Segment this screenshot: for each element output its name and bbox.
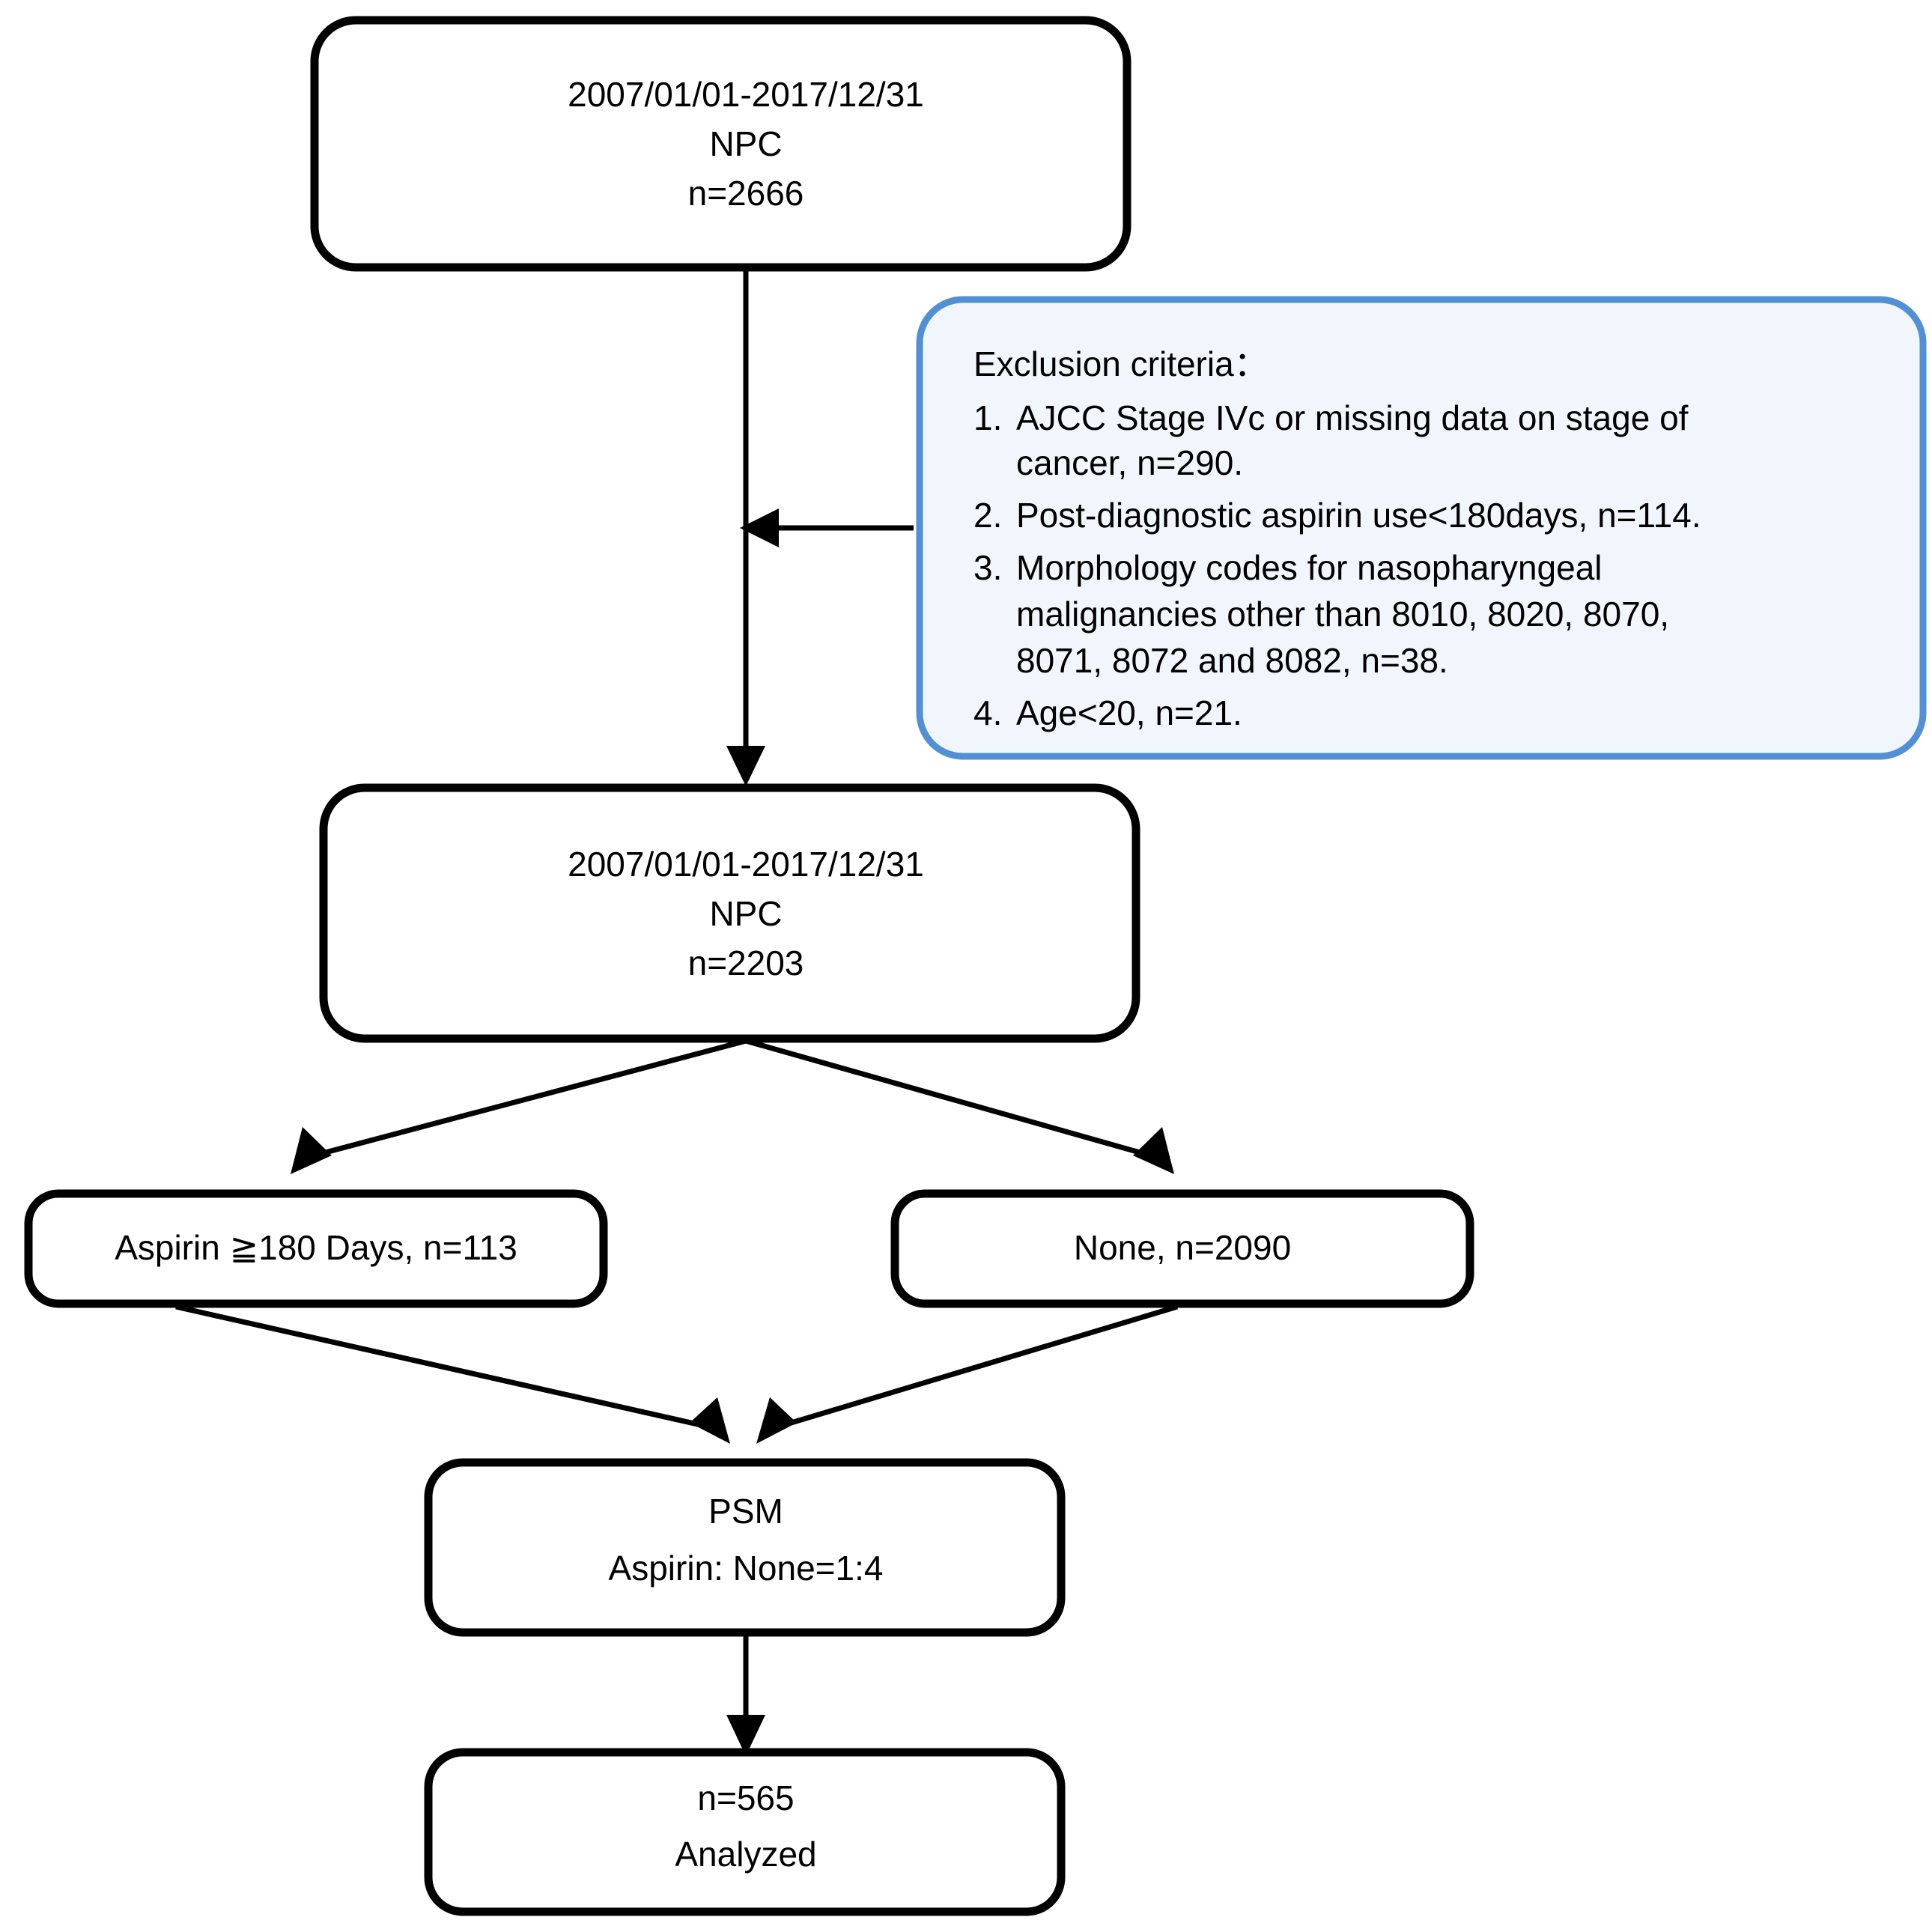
node-psm[interactable]: PSM Aspirin: None=1:4	[424, 1458, 1066, 1637]
node-cohort-after-exclusion-line3: n=2203	[688, 944, 804, 982]
node-analyzed-line2: Analyzed	[675, 1835, 816, 1874]
exclusion-item-1-marker: 1.	[973, 398, 1002, 437]
exclusion-criteria-panel[interactable]: Exclusion criteria： 1. AJCC Stage IVc or…	[916, 296, 1927, 760]
connector-filtered-to-aspirin	[291, 1038, 747, 1174]
exclusion-item-3-marker: 3.	[973, 548, 1002, 587]
node-psm-box[interactable]	[424, 1458, 1066, 1637]
exclusion-criteria-heading: Exclusion criteria：	[973, 344, 1269, 383]
node-none-group-box[interactable]	[890, 1189, 1474, 1308]
exclusion-item-2-marker: 2.	[973, 496, 1002, 535]
node-cohort-initial[interactable]: 2007/01/01-2017/12/31 NPC n=2666	[310, 16, 1131, 272]
exclusion-item-1-line2: cancer, n=290.	[1016, 443, 1243, 482]
arrow-head-left-to-spine	[740, 508, 779, 547]
node-cohort-initial-line3: n=2666	[688, 174, 804, 213]
connector-initial-to-filtered	[726, 267, 765, 786]
arrow-head-to-none	[1133, 1127, 1174, 1174]
node-cohort-after-exclusion-box[interactable]	[319, 783, 1140, 1043]
node-none-group[interactable]: None, n=2090	[890, 1189, 1474, 1308]
arrow-head-aspirin-to-psm	[690, 1397, 730, 1444]
exclusion-item-4-marker: 4.	[973, 693, 1002, 732]
arrow-head-none-to-psm	[756, 1397, 797, 1444]
exclusion-item-2-line1: Post-diagnostic aspirin use<180days, n=1…	[1016, 496, 1701, 535]
arrow-head-psm-to-analyzed	[726, 1715, 765, 1756]
connector-exclusion-to-spine	[740, 508, 914, 547]
node-cohort-initial-box[interactable]	[310, 16, 1131, 272]
node-aspirin-group-label: Aspirin ≧180 Days, n=113	[115, 1228, 517, 1267]
arrow-head-to-aspirin	[291, 1127, 332, 1174]
arrow-head-down-to-filtered	[726, 746, 765, 786]
node-aspirin-group-box[interactable]	[24, 1189, 608, 1308]
node-cohort-initial-line2: NPC	[709, 124, 782, 163]
node-cohort-initial-line1: 2007/01/01-2017/12/31	[568, 75, 924, 114]
node-aspirin-group[interactable]: Aspirin ≧180 Days, n=113	[24, 1189, 608, 1308]
connector-none-to-psm	[756, 1304, 1179, 1444]
node-psm-line1: PSM	[708, 1492, 783, 1531]
node-psm-line2: Aspirin: None=1:4	[609, 1549, 884, 1588]
node-cohort-after-exclusion-line2: NPC	[709, 894, 782, 933]
exclusion-item-1-line1: AJCC Stage IVc or missing data on stage …	[1016, 398, 1689, 437]
node-cohort-after-exclusion-line1: 2007/01/01-2017/12/31	[568, 845, 924, 884]
exclusion-item-4-line1: Age<20, n=21.	[1016, 693, 1242, 732]
exclusion-item-3-line1: Morphology codes for nasopharyngeal	[1016, 548, 1603, 587]
connector-filtered-to-none	[745, 1038, 1174, 1174]
exclusion-item-3-line2: malignancies other than 8010, 8020, 8070…	[1016, 595, 1669, 634]
node-analyzed-box[interactable]	[424, 1748, 1066, 1916]
connector-psm-to-analyzed	[726, 1632, 765, 1756]
connector-aspirin-to-psm	[175, 1304, 730, 1444]
node-analyzed-line1: n=565	[697, 1778, 794, 1817]
node-none-group-label: None, n=2090	[1074, 1228, 1291, 1267]
node-cohort-after-exclusion[interactable]: 2007/01/01-2017/12/31 NPC n=2203	[319, 783, 1140, 1043]
exclusion-criteria-box[interactable]	[916, 296, 1927, 760]
node-analyzed[interactable]: n=565 Analyzed	[424, 1748, 1066, 1916]
exclusion-item-3-line3: 8071, 8072 and 8082, n=38.	[1016, 641, 1448, 680]
